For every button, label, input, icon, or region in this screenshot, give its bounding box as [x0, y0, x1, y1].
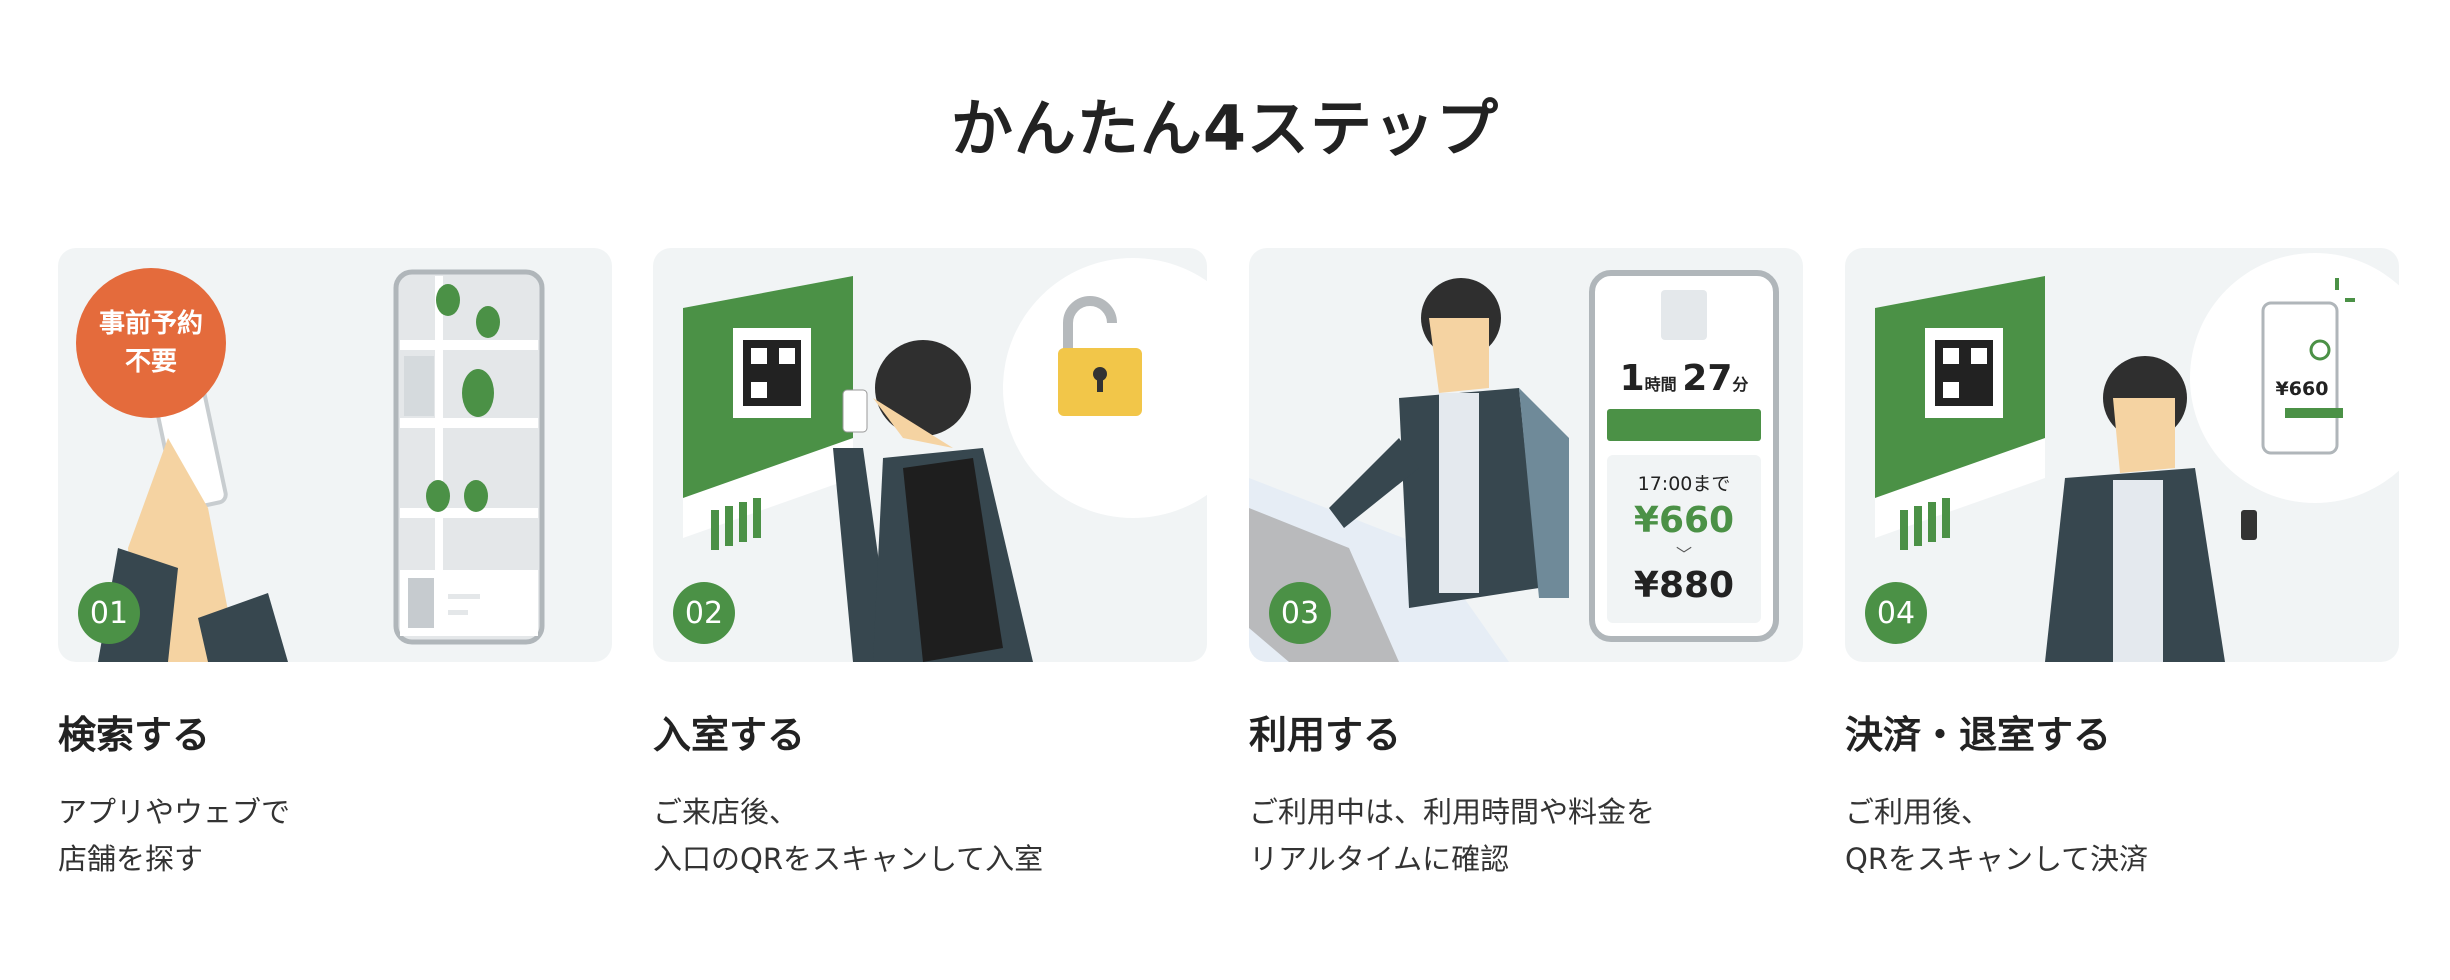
badge-line-1: 事前予約 [98, 309, 203, 339]
step-heading: 検索する [58, 713, 211, 757]
step-number: 02 [673, 582, 735, 644]
desc-line: ご利用中は、利用時間や料金を [1249, 795, 1656, 829]
qr-payment-illustration [1875, 253, 2399, 662]
step-description: ご利用中は、利用時間や料金を リアルタイムに確認 [1249, 789, 1803, 883]
qr-entry-illustration [683, 258, 1207, 662]
payment-price: ¥660 [2275, 378, 2329, 400]
price-panel: 17:00まで ¥660 ﹀ ¥880 [1607, 455, 1761, 623]
step-illustration: 1時間 27分 17:00まで ¥660 ﹀ ¥880 03 [1249, 248, 1803, 662]
desc-line: アプリやウェブで [58, 795, 291, 829]
step-number: 04 [1865, 582, 1927, 644]
step-description: ご来店後、 入口のQRをスキャンして入室 [653, 789, 1207, 883]
desc-line: リアルタイムに確認 [1249, 842, 1510, 876]
current-price: ¥660 [1633, 500, 1735, 541]
progress-bar [1607, 409, 1761, 441]
desc-line: QRをスキャンして決済 [1845, 842, 2149, 876]
step-heading: 決済・退室する [1845, 713, 2112, 757]
step-number: 03 [1269, 582, 1331, 644]
step-2: 02 入室する ご来店後、 入口のQRをスキャンして入室 [653, 248, 1207, 883]
step-4: ¥660 04 決済・退室する ご利用後、 QRをスキャンして決済 [1845, 248, 2399, 883]
next-price: ¥880 [1633, 565, 1735, 606]
hours-unit: 時間 [1644, 375, 1677, 394]
screen-image-placeholder [1661, 290, 1707, 340]
desc-line: 入口のQRをスキャンして入室 [653, 842, 1044, 876]
minutes-value: 27 [1682, 358, 1733, 399]
step-illustration: 事前予約 不要 01 [58, 248, 612, 662]
badge-line-2: 不要 [124, 347, 177, 377]
minutes-unit: 分 [1732, 375, 1749, 394]
desc-line: 店舗を探す [58, 842, 204, 876]
desc-line: ご来店後、 [653, 795, 799, 829]
until-label: 17:00まで [1637, 473, 1731, 495]
hours-value: 1 [1619, 358, 1645, 399]
chevron-down-icon: ﹀ [1675, 545, 1692, 564]
step-heading: 利用する [1249, 713, 1402, 757]
step-number: 01 [78, 582, 140, 644]
step-3: 1時間 27分 17:00まで ¥660 ﹀ ¥880 03 利用する ご利用中… [1249, 248, 1803, 883]
page-title: かんたん4ステップ [950, 92, 1500, 165]
check-icon [2309, 339, 2331, 361]
step-description: アプリやウェブで 店舗を探す [58, 789, 612, 883]
step-illustration: 02 [653, 248, 1207, 662]
step-illustration: ¥660 04 [1845, 248, 2399, 662]
step-description: ご利用後、 QRをスキャンして決済 [1845, 789, 2399, 883]
elapsed-time: 1時間 27分 [1595, 358, 1773, 399]
step-heading: 入室する [653, 713, 806, 757]
usage-phone-screen: 1時間 27分 17:00まで ¥660 ﹀ ¥880 [1589, 270, 1779, 642]
no-reservation-badge: 事前予約 不要 [76, 268, 226, 418]
step-1: 事前予約 不要 01 検索する アプリやウェブで 店舗を探す [58, 248, 612, 883]
desc-line: ご利用後、 [1845, 795, 1991, 829]
